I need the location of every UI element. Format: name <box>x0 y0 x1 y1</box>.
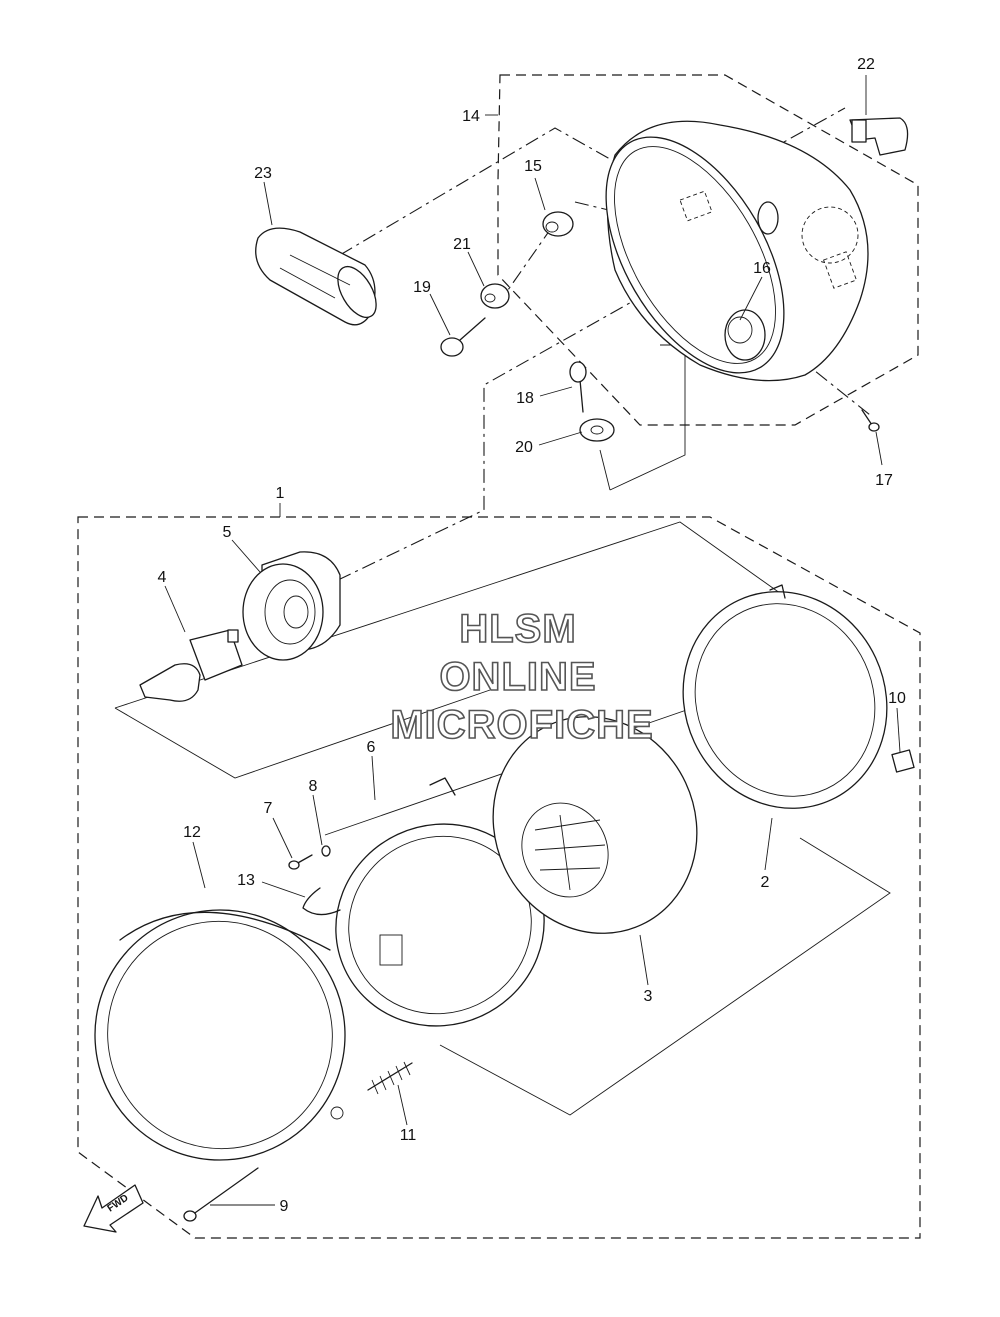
callout-1: 1 <box>276 485 285 502</box>
watermark-line-3: MICROFICHE <box>390 703 653 747</box>
callout-10: 10 <box>888 690 906 707</box>
callout-11: 11 <box>400 1127 417 1144</box>
callout-19: 19 <box>413 279 431 296</box>
part-15-grommet <box>542 211 574 237</box>
callout-6: 6 <box>367 739 376 756</box>
callout-13: 13 <box>237 872 255 889</box>
callout-22: 22 <box>857 56 875 73</box>
part-2-outer-ring <box>682 584 888 809</box>
callout-15: 15 <box>524 158 542 175</box>
part-21-collar <box>480 283 510 309</box>
alignment-axis-bolt <box>794 354 871 416</box>
callout-3: 3 <box>644 988 653 1005</box>
callout-21: 21 <box>453 236 471 253</box>
part-18-bolt <box>569 361 587 413</box>
callout-2: 2 <box>761 874 770 891</box>
part-14-housing-shell <box>605 120 869 382</box>
part-17-screw <box>861 409 880 432</box>
callout-4: 4 <box>158 569 167 586</box>
callout-16: 16 <box>753 260 771 277</box>
fwd-arrow-icon: FWD <box>83 1184 144 1233</box>
part-10-nut <box>891 749 915 773</box>
alignment-axis-lens-frame <box>439 837 891 1116</box>
callout-14: 14 <box>462 108 480 125</box>
part-12-rim <box>94 909 346 1161</box>
part-11-spring <box>367 1061 413 1095</box>
part-13-spring-clip <box>302 887 341 916</box>
part-22-clamp <box>849 117 909 156</box>
callout-numbers: 1 2 3 4 5 6 7 8 9 10 11 12 13 14 15 16 1… <box>158 56 906 1215</box>
callout-8: 8 <box>309 778 318 795</box>
callout-20: 20 <box>515 439 533 456</box>
callout-23: 23 <box>254 165 272 182</box>
watermark: HLSM ONLINE MICROFICHE <box>390 606 654 748</box>
callout-18: 18 <box>516 390 534 407</box>
watermark-line-1: HLSM <box>459 607 576 651</box>
part-8-washer <box>321 845 331 857</box>
alignment-axis-main <box>337 254 716 581</box>
assembly-1-boundary <box>77 516 921 1239</box>
callout-7: 7 <box>264 800 273 817</box>
part-9-long-screw <box>183 1167 259 1222</box>
callout-12: 12 <box>183 824 201 841</box>
part-23-wire-sleeve <box>255 227 377 326</box>
leader-lines <box>164 75 901 1206</box>
alignment-axis-collar-bracket <box>599 344 686 491</box>
part-7-screw <box>288 854 313 870</box>
part-4-bulb <box>139 629 243 702</box>
part-5-socket-cover <box>242 551 341 661</box>
part-3-lens-unit <box>492 716 698 934</box>
part-19-bolt <box>440 317 486 357</box>
callout-17: 17 <box>875 472 893 489</box>
callout-5: 5 <box>223 524 232 541</box>
callout-9: 9 <box>280 1198 289 1215</box>
assembly-14-boundary <box>497 74 919 426</box>
watermark-line-2: ONLINE <box>439 655 596 699</box>
part-20-washer <box>579 418 615 442</box>
